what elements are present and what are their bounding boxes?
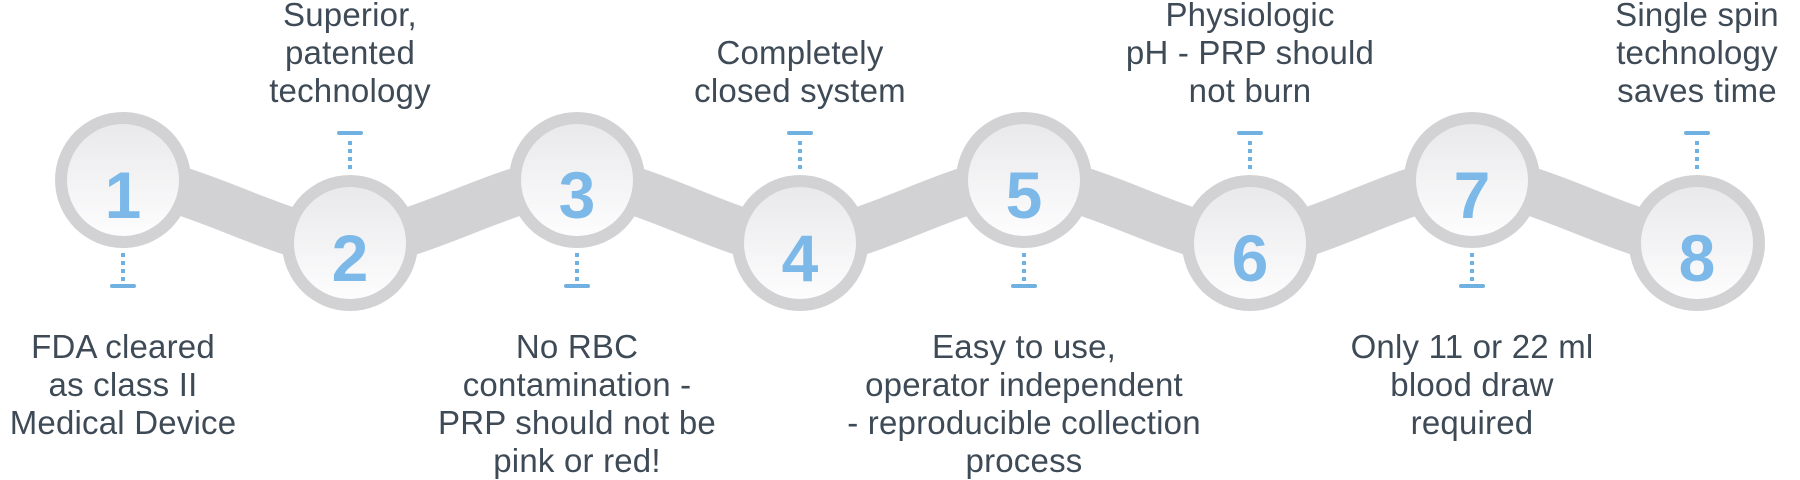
connector-tick-7 xyxy=(1459,284,1485,288)
node-circle-5 xyxy=(956,112,1092,248)
connector-tick-2 xyxy=(337,131,363,135)
step-label-1: FDA cleared as class II Medical Device xyxy=(9,328,237,441)
step-label-8: Single spin technology saves time xyxy=(1615,0,1779,109)
connector-tick-1 xyxy=(110,284,136,288)
step-number-8: 8 xyxy=(1678,221,1716,295)
step-number-5: 5 xyxy=(1005,158,1043,232)
step-number-3: 3 xyxy=(558,158,596,232)
step-label-2: Superior, patented technology xyxy=(269,0,431,109)
connector-tick-6 xyxy=(1237,131,1263,135)
node-circle-1 xyxy=(55,112,191,248)
step-label-6: Physiologic pH - PRP should not burn xyxy=(1125,0,1375,109)
node-circle-4 xyxy=(732,175,868,311)
step-number-6: 6 xyxy=(1231,221,1269,295)
connector-dots-3 xyxy=(575,253,579,281)
step-label-4: Completely closed system xyxy=(694,34,906,109)
connector-dots-7 xyxy=(1470,253,1474,281)
node-circle-2 xyxy=(282,175,418,311)
connector-dots-4 xyxy=(798,141,802,169)
connector-tick-8 xyxy=(1684,131,1710,135)
step-number-7: 7 xyxy=(1453,158,1491,232)
step-number-2: 2 xyxy=(331,221,369,295)
node-circle-6 xyxy=(1182,175,1318,311)
connector-dots-6 xyxy=(1248,141,1252,169)
step-label-5: Easy to use, operator independent - repr… xyxy=(847,328,1201,479)
connector-dots-2 xyxy=(348,141,352,169)
connector-tick-5 xyxy=(1011,284,1037,288)
connector-tick-3 xyxy=(564,284,590,288)
node-circle-3 xyxy=(509,112,645,248)
step-label-3: No RBC contamination - PRP should not be… xyxy=(438,328,716,479)
connector-dots-8 xyxy=(1695,141,1699,169)
node-circle-8 xyxy=(1629,175,1765,311)
step-number-1: 1 xyxy=(104,158,142,232)
connector-dots-5 xyxy=(1022,253,1026,281)
step-number-4: 4 xyxy=(781,221,819,295)
step-label-7: Only 11 or 22 ml blood draw required xyxy=(1350,328,1594,441)
node-circle-7 xyxy=(1404,112,1540,248)
connector-tick-4 xyxy=(787,131,813,135)
connector-dots-1 xyxy=(121,253,125,281)
